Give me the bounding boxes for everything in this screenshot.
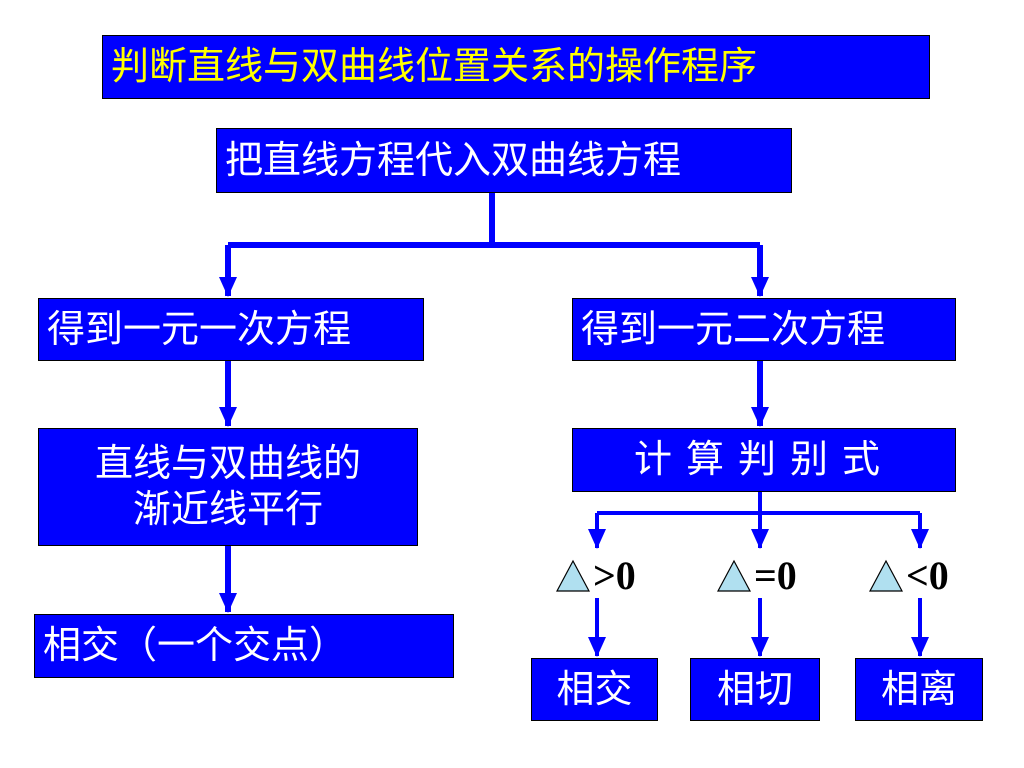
page-title: 判断直线与双曲线位置关系的操作程序 bbox=[102, 35, 930, 99]
case-positive-condition: >0 bbox=[593, 553, 636, 598]
case-negative-condition: <0 bbox=[906, 553, 949, 598]
asymptote-parallel-line1: 直线与双曲线的 bbox=[94, 441, 361, 486]
linear-equation-box: 得到一元一次方程 bbox=[38, 298, 424, 361]
asymptote-parallel-line2: 渐近线平行 bbox=[132, 487, 323, 531]
quadratic-equation-box: 得到一元二次方程 bbox=[572, 298, 956, 361]
delta-triangle-icon bbox=[869, 559, 903, 592]
step-substitute-line-equation: 把直线方程代入双曲线方程 bbox=[216, 128, 792, 193]
case-negative-label: <0 bbox=[868, 552, 949, 599]
case-zero-condition: =0 bbox=[754, 553, 797, 598]
result-intersect-box: 相交 bbox=[531, 658, 658, 721]
asymptote-parallel-box: 直线与双曲线的 渐近线平行 bbox=[38, 428, 418, 546]
delta-triangle-icon bbox=[717, 559, 751, 592]
case-positive-label: >0 bbox=[555, 552, 636, 599]
result-intersect-one-point: 相交（一个交点） bbox=[34, 614, 454, 678]
result-tangent-box: 相切 bbox=[690, 658, 820, 721]
result-separate-box: 相离 bbox=[855, 658, 983, 721]
case-zero-label: =0 bbox=[716, 552, 797, 599]
delta-triangle-icon bbox=[556, 559, 590, 592]
discriminant-box: 计算判别式 bbox=[572, 428, 956, 492]
